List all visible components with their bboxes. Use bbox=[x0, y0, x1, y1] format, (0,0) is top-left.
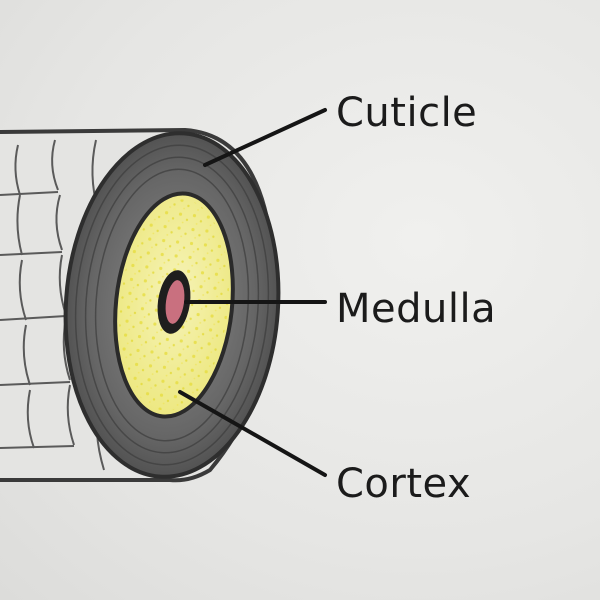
medulla-label: Medulla bbox=[336, 286, 496, 332]
cuticle-ring-lines bbox=[74, 144, 270, 466]
cuticle-label: Cuticle bbox=[336, 90, 477, 136]
cuticle-leader-line bbox=[203, 108, 327, 167]
medulla-core bbox=[165, 280, 185, 324]
cortex-label: Cortex bbox=[336, 461, 471, 507]
cortex-leader-line bbox=[178, 390, 327, 477]
cuticle-scales bbox=[0, 139, 105, 471]
